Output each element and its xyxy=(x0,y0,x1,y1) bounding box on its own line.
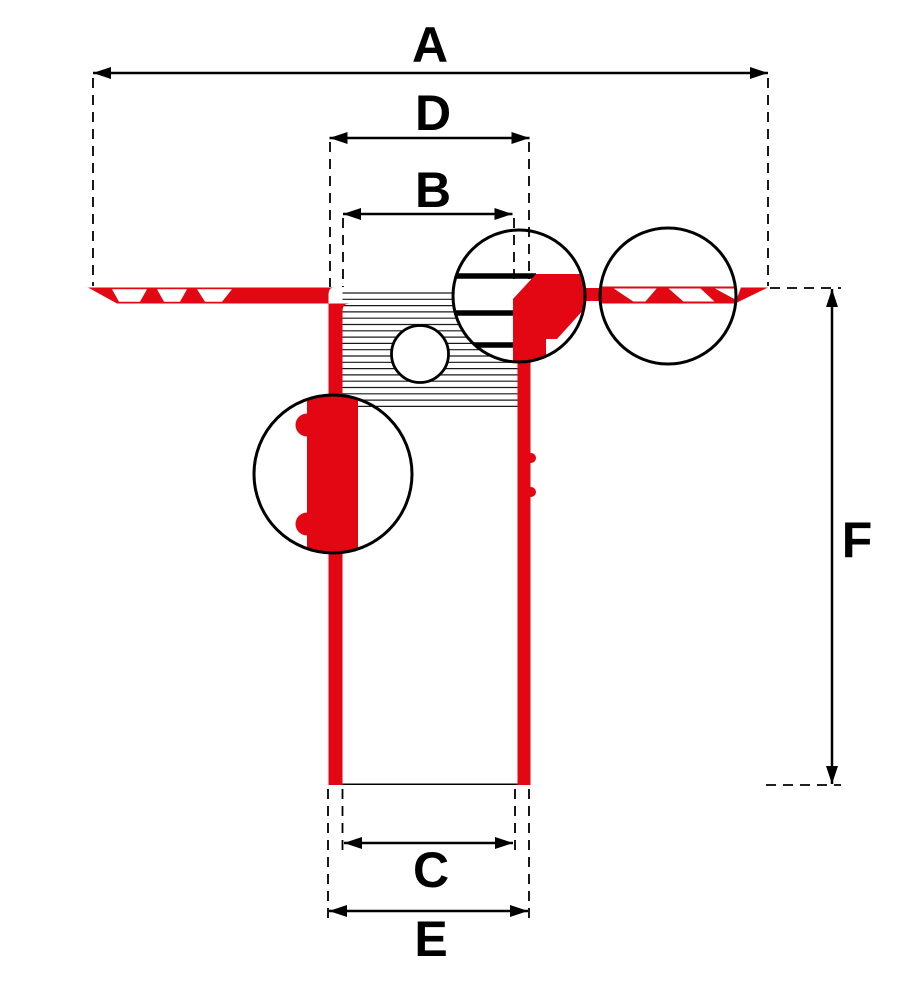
mounting-hole xyxy=(390,324,450,384)
arm-stub xyxy=(582,288,602,301)
right-post xyxy=(517,345,531,785)
stripe-red-3 xyxy=(700,288,736,302)
stripe-red-1 xyxy=(600,288,634,302)
dim-d-label: D xyxy=(415,85,451,141)
right-post-stud-2 xyxy=(526,487,536,497)
dim-f-label: F xyxy=(842,512,873,568)
stripe-red-2 xyxy=(645,288,684,302)
detail-right-content xyxy=(600,286,736,304)
detail-circle-left-outline xyxy=(252,393,414,555)
magnified-corner xyxy=(513,274,585,362)
dimension-arrows xyxy=(93,67,838,917)
detail-circle-mid-outline xyxy=(451,228,587,364)
magnified-stud-bottom xyxy=(295,512,319,536)
arm-left-white-stripes xyxy=(112,289,232,302)
magnified-stud-top xyxy=(295,413,319,437)
arm-tip xyxy=(735,287,768,304)
dim-c-label: C xyxy=(413,842,449,898)
dim-b-label: B xyxy=(415,162,451,218)
dim-e-label: E xyxy=(414,911,447,967)
detail-circle-right-outline xyxy=(598,226,738,366)
stripe-band-bottom-edge xyxy=(600,301,736,304)
right-post-stud-1 xyxy=(526,453,536,463)
stripe-band-top-edge xyxy=(600,286,736,289)
extension-lines xyxy=(92,78,841,918)
dim-a-label: A xyxy=(412,17,448,73)
